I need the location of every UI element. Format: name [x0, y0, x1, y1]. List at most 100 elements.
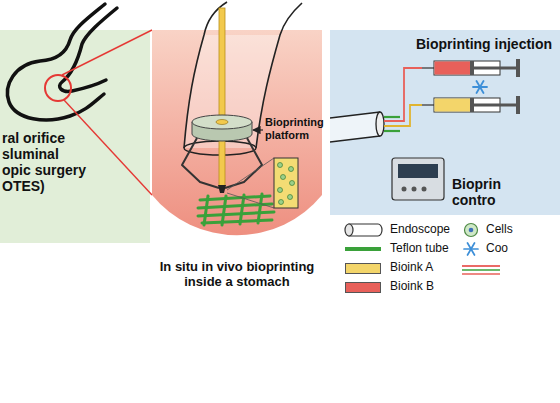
cell-body: [465, 224, 478, 237]
snowflake-arm: [477, 81, 484, 93]
plunger-head: [470, 61, 474, 75]
controller-button: [402, 187, 407, 192]
feed-tubes: [384, 68, 422, 131]
legend-entry: Cells: [486, 223, 513, 237]
bioprinting-platform: [192, 115, 252, 141]
platform-top: [192, 115, 252, 129]
syringe-bioink-a: [422, 96, 520, 114]
legend-entry: Teflon tube: [390, 242, 449, 256]
stomach-outline: [7, 4, 117, 120]
cell-dot: [290, 181, 295, 186]
text-slot: In situ in vivo bioprinting inside a sto…: [147, 260, 327, 290]
scaffold-strand: [202, 220, 272, 223]
legend-text: Bioink B: [390, 280, 434, 294]
platform-leg: [225, 138, 262, 188]
zoom-circle: [45, 75, 71, 101]
scaffold-strand: [204, 196, 208, 225]
platform-hole: [216, 120, 228, 125]
bioink-a-line: [384, 105, 422, 126]
legend-text: Bioink A: [390, 261, 433, 275]
endoscope-shaft-body: [330, 112, 380, 142]
scaffold-strand: [198, 212, 274, 216]
controller-case: [392, 158, 444, 200]
legend-text: Teflon tube: [390, 242, 449, 256]
cell-dot: [278, 163, 283, 168]
zoom-line: [62, 30, 152, 75]
plunger-thumb: [516, 59, 520, 77]
legend-text: Cells: [486, 223, 513, 237]
stomach-outer-wall: [7, 4, 105, 120]
text-slot: Bioprinting platform: [265, 116, 327, 141]
plunger-head: [470, 98, 474, 112]
bioink-b-line: [384, 68, 422, 121]
snowflake-arm: [468, 243, 475, 255]
legend-text: Endoscope: [390, 223, 450, 237]
legend-text: Coo: [486, 242, 508, 256]
cell-dot: [289, 167, 294, 172]
wire-line: [462, 269, 500, 271]
controller-screen: [398, 164, 438, 178]
inset-box: [274, 158, 298, 208]
snowflake-arm: [477, 81, 484, 93]
inset-leader: [227, 158, 274, 190]
wire-line: [462, 265, 500, 267]
platform-pointer: [253, 129, 263, 130]
legend-entry: Endoscope: [390, 223, 450, 237]
text-slot: Bioprinting injection: [416, 36, 556, 52]
injection-panel: Bioprinting injectionBioprin contro: [330, 30, 560, 215]
bioink-tube: [219, 8, 225, 186]
teflon-tube: [384, 116, 400, 118]
cell-dot: [288, 195, 293, 200]
printed-scaffold: [198, 194, 274, 225]
needle: [422, 67, 434, 69]
panel-text: ral orifice sluminal opic surgery OTES): [2, 130, 90, 194]
coolant-snowflake: [473, 81, 487, 93]
legend-swatch: [345, 263, 381, 274]
needle: [422, 104, 434, 106]
endoscope-icon: [345, 224, 382, 236]
endoscope-shaft-end: [376, 112, 384, 136]
platform-leg: [182, 138, 219, 188]
endoscope-icon-end: [345, 224, 353, 236]
cell-nucleus: [469, 228, 474, 233]
syringe-bioink-b: [422, 59, 520, 77]
text-slot: ral orifice sluminal opic surgery OTES): [2, 130, 90, 194]
platform-legs: [182, 138, 262, 188]
wire-lines-icon: [462, 266, 500, 274]
plunger-thumb: [516, 96, 520, 114]
legend-entry: Bioink B: [390, 280, 434, 294]
endoscope-icon-body: [349, 224, 382, 236]
notes-panel: ral orifice sluminal opic surgery OTES): [0, 30, 150, 243]
legend-entry: Coo: [486, 242, 508, 256]
cell-icon: [465, 224, 478, 237]
bioink-fill: [435, 62, 471, 75]
injection-illustration: [330, 30, 560, 215]
coolant-icon: [464, 243, 478, 255]
teflon-tube: [384, 130, 400, 132]
zoom-line: [64, 100, 152, 195]
endoscope-shaft-wall: [330, 112, 380, 118]
text-slot: Bioprin contro: [452, 176, 514, 208]
cell-dot: [278, 188, 283, 193]
teflon-tube-icon: [345, 247, 381, 251]
inset-cells: [278, 163, 295, 205]
plunger-rod: [474, 104, 516, 107]
bioink-fill: [435, 99, 471, 112]
part-label: Bioprinting platform: [265, 116, 327, 141]
cell-dot: [281, 175, 286, 180]
endoscope-shaft: [330, 112, 384, 142]
plunger-rod: [474, 67, 516, 70]
scaffold-strand: [258, 194, 262, 223]
panel-caption: In situ in vivo bioprinting inside a sto…: [147, 260, 327, 290]
controller-button: [422, 187, 427, 192]
cell-dot: [279, 200, 284, 205]
in-situ-panel: Bioprinting platformIn situ in vivo biop…: [152, 30, 322, 243]
scaffold-strand: [240, 195, 244, 224]
snowflake-arm: [468, 243, 475, 255]
panel-title: Bioprinting injection: [416, 36, 556, 52]
bioprinting-controller: [392, 158, 444, 200]
nozzle: [218, 185, 226, 193]
bioink-inset: [274, 158, 298, 208]
controller-button: [412, 187, 417, 192]
